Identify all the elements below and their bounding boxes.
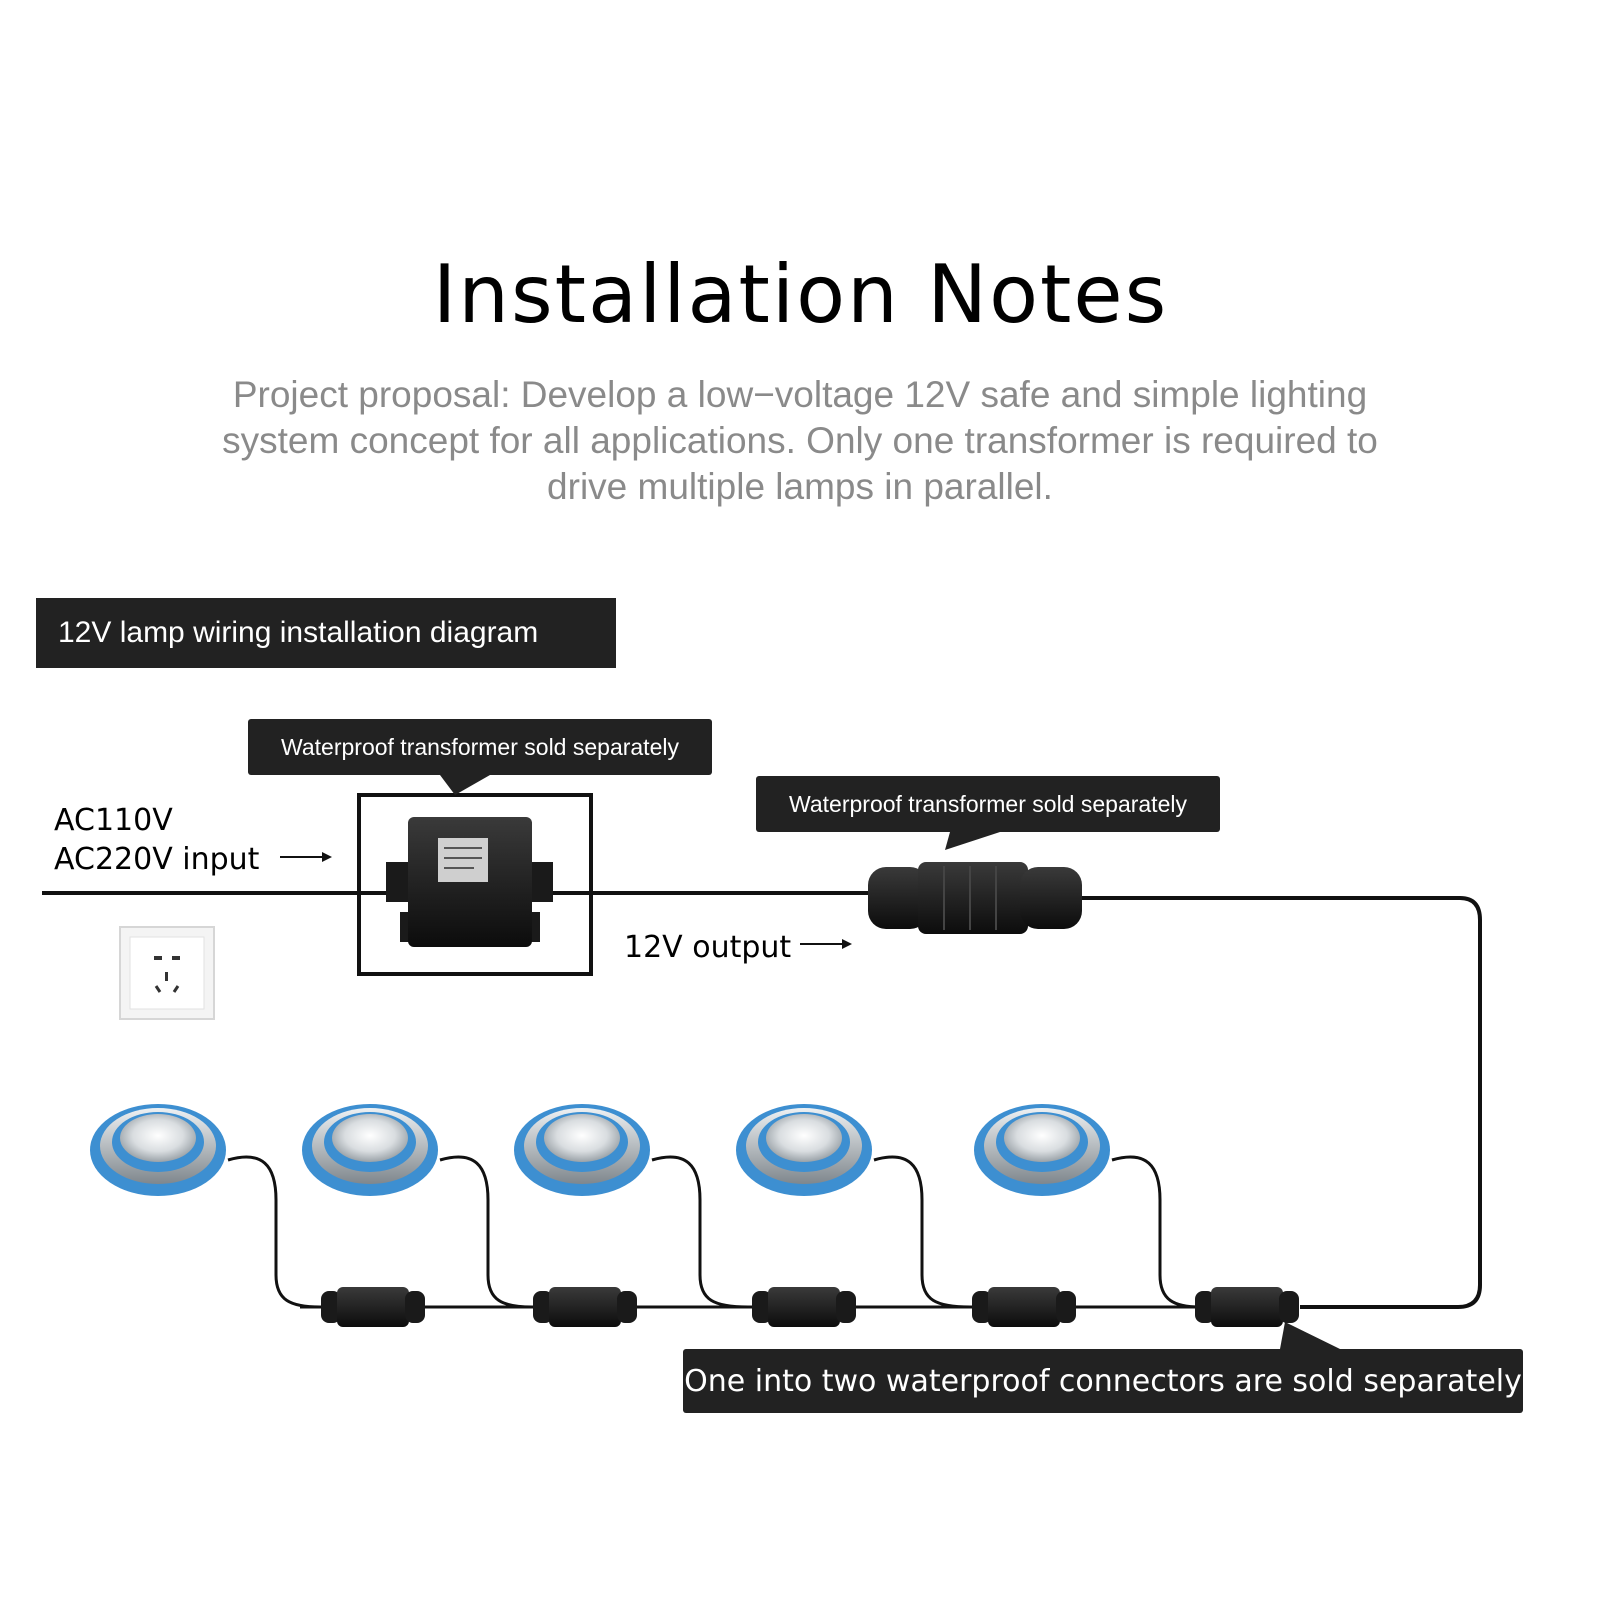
subtitle-line-3: drive multiple lamps in parallel. bbox=[547, 466, 1053, 507]
subtitle-line-2: system concept for all applications. Onl… bbox=[222, 420, 1378, 461]
pool-lamp-icon bbox=[90, 1104, 226, 1196]
wall-socket-icon bbox=[119, 926, 215, 1020]
callout-pointer-2 bbox=[945, 832, 1000, 850]
subtitle: Project proposal: Develop a low−voltage … bbox=[110, 372, 1490, 510]
pool-lamp-icon bbox=[736, 1104, 872, 1196]
input-arrow bbox=[280, 852, 332, 862]
transformer-callout: Waterproof transformer sold separately bbox=[248, 719, 712, 775]
y-connector-icon bbox=[1195, 1287, 1299, 1327]
pool-lamp-icon bbox=[514, 1104, 650, 1196]
y-connector-icon bbox=[533, 1287, 637, 1327]
diagram-header: 12V lamp wiring installation diagram bbox=[36, 598, 616, 668]
input-voltage-label-1: AC110V bbox=[54, 803, 173, 838]
junction-callout: Waterproof transformer sold separately bbox=[756, 776, 1220, 832]
callout-pointer-3 bbox=[1280, 1322, 1340, 1349]
transformer-frame bbox=[357, 793, 593, 976]
y-connector-icon bbox=[752, 1287, 856, 1327]
pool-lamp-icon bbox=[974, 1104, 1110, 1196]
callout-pointer-1 bbox=[440, 775, 490, 795]
subtitle-line-1: Project proposal: Develop a low−voltage … bbox=[232, 374, 1368, 415]
transformer-icon bbox=[386, 817, 553, 947]
input-voltage-label-2: AC220V input bbox=[54, 842, 260, 877]
output-voltage-label: 12V output bbox=[624, 930, 792, 965]
output-arrow bbox=[800, 939, 852, 949]
junction-connector-icon bbox=[868, 862, 1082, 934]
y-connector-icon bbox=[972, 1287, 1076, 1327]
connectors-callout: One into two waterproof connectors are s… bbox=[683, 1349, 1523, 1413]
pool-lamp-icon bbox=[302, 1104, 438, 1196]
page-title: Installation Notes bbox=[432, 248, 1169, 341]
y-connector-icon bbox=[321, 1287, 425, 1327]
lamp-leads bbox=[227, 1155, 1201, 1309]
